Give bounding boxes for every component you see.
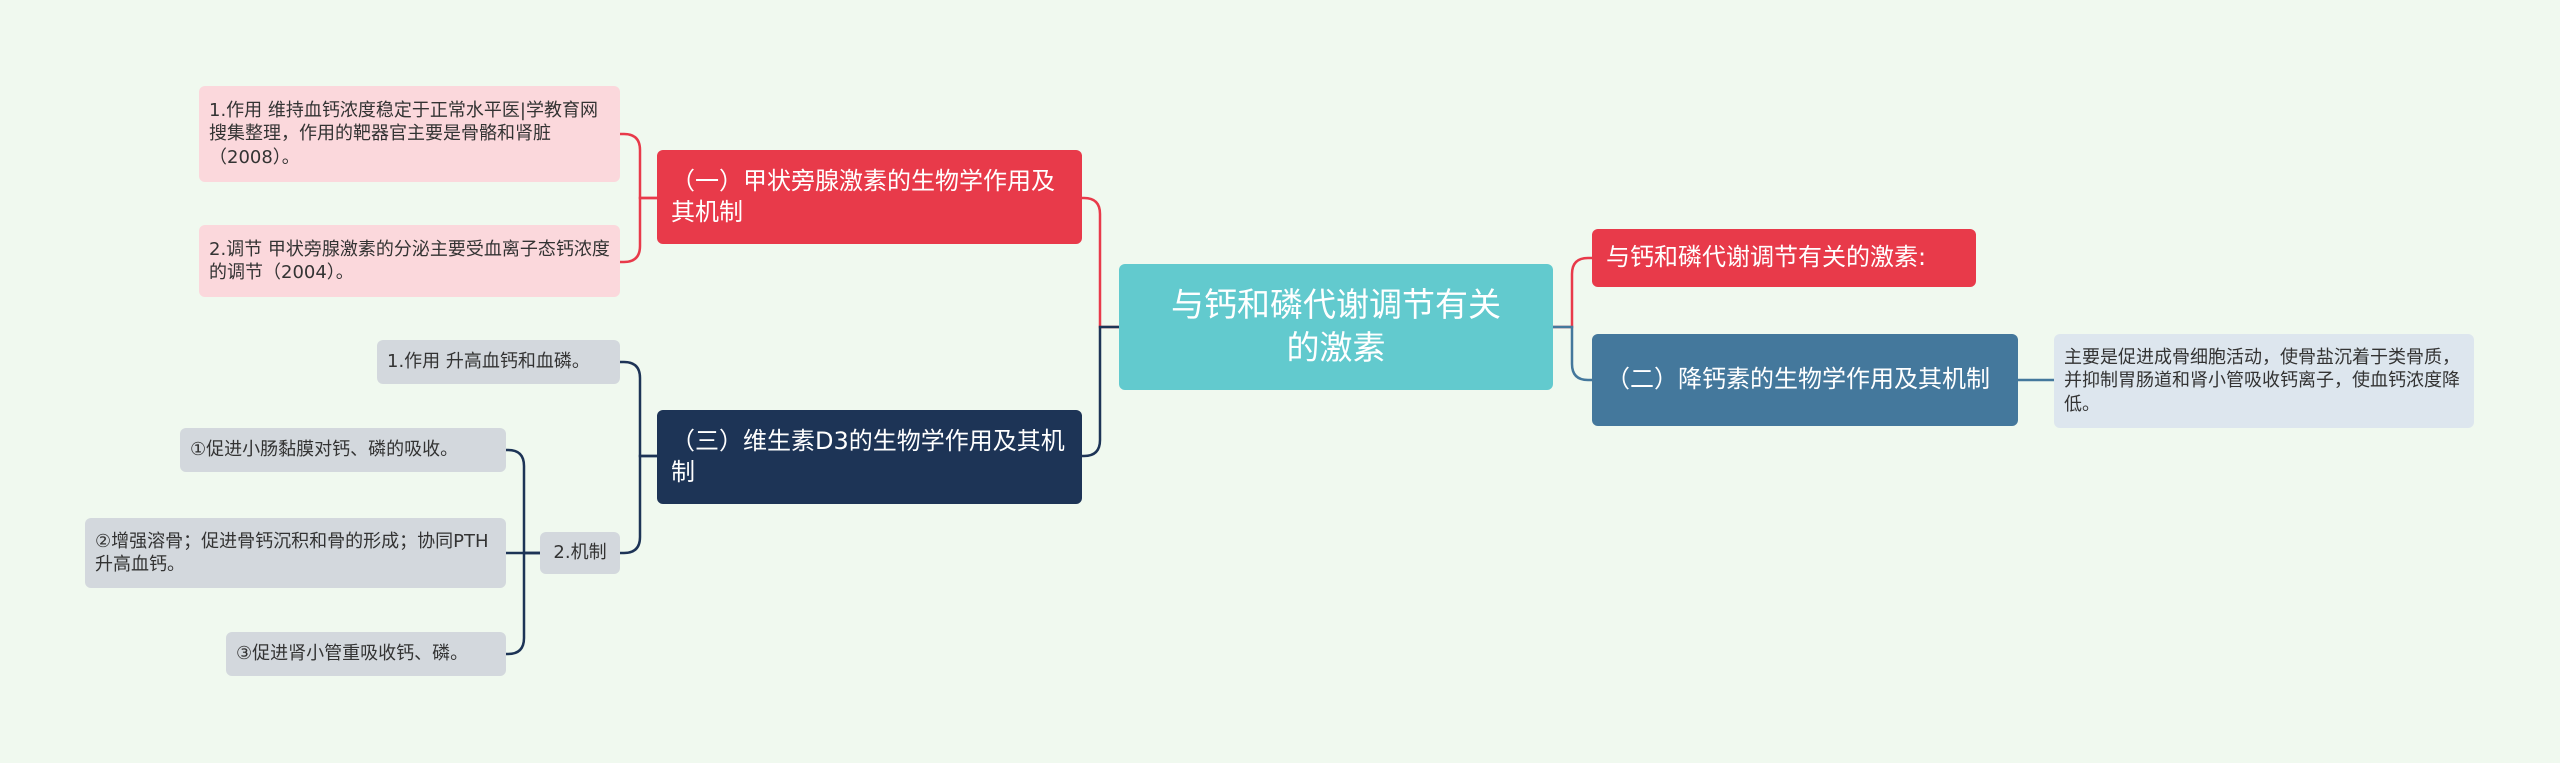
pth-item-1[interactable]: 1.作用 维持血钙浓度稳定于正常水平医|学教育网搜集整理，作用的靶器官主要是骨骼… <box>199 86 620 182</box>
branch-calcitonin-label: （二）降钙素的生物学作用及其机制 <box>1606 365 1990 394</box>
branch-vitd3[interactable]: （三）维生素D3的生物学作用及其机制 <box>657 410 1082 504</box>
root-topic[interactable]: 与钙和磷代谢调节有关的激素 <box>1119 264 1553 390</box>
pth-item-2-text: 2.调节 甲状旁腺激素的分泌主要受血离子态钙浓度的调节（2004）。 <box>209 238 610 283</box>
branch-calcitonin[interactable]: （二）降钙素的生物学作用及其机制 <box>1592 334 2018 426</box>
link-vitd3-effect <box>620 360 657 458</box>
root-topic-label: 与钙和磷代谢调节有关的激素 <box>1171 285 1501 367</box>
link-pth-item2 <box>620 196 657 264</box>
mechanism-item-1-text: ①促进小肠黏膜对钙、磷的吸收。 <box>190 439 459 461</box>
pth-item-1-text: 1.作用 维持血钙浓度稳定于正常水平医|学教育网搜集整理，作用的靶器官主要是骨骼… <box>209 99 598 168</box>
branch-pth-label: （一）甲状旁腺激素的生物学作用及其机制 <box>671 166 1055 226</box>
link-root-pth <box>1082 196 1119 329</box>
link-root-calcitonin <box>1553 325 1592 382</box>
link-mech-item1 <box>506 448 540 555</box>
vitd3-effect[interactable]: 1.作用 升高血钙和血磷。 <box>377 340 620 384</box>
calcitonin-detail[interactable]: 主要是促进成骨细胞活动，使骨盐沉着于类骨质，并抑制胃肠道和肾小管吸收钙离子，使血… <box>2054 334 2474 428</box>
branch-vitd3-label: （三）维生素D3的生物学作用及其机制 <box>671 426 1065 486</box>
link-root-title <box>1553 256 1592 329</box>
branch-hormones-title[interactable]: 与钙和磷代谢调节有关的激素: <box>1592 229 1976 287</box>
link-root-vitd3 <box>1082 325 1119 458</box>
calcitonin-detail-text: 主要是促进成骨细胞活动，使骨盐沉着于类骨质，并抑制胃肠道和肾小管吸收钙离子，使血… <box>2064 346 2460 415</box>
branch-hormones-title-label: 与钙和磷代谢调节有关的激素: <box>1606 243 1927 272</box>
mechanism-item-3-text: ③促进肾小管重吸收钙、磷。 <box>236 643 469 665</box>
branch-pth[interactable]: （一）甲状旁腺激素的生物学作用及其机制 <box>657 150 1082 244</box>
link-mech-item3 <box>506 551 540 656</box>
mechanism-item-2[interactable]: ②增强溶骨；促进骨钙沉积和骨的形成；协同PTH升高血钙。 <box>85 518 506 588</box>
mechanism-item-1[interactable]: ①促进小肠黏膜对钙、磷的吸收。 <box>180 428 506 472</box>
vitd3-mechanism-label: 2.机制 <box>553 542 607 564</box>
mechanism-item-3[interactable]: ③促进肾小管重吸收钙、磷。 <box>226 632 506 676</box>
link-vitd3-mechanism <box>620 454 657 555</box>
pth-item-2[interactable]: 2.调节 甲状旁腺激素的分泌主要受血离子态钙浓度的调节（2004）。 <box>199 225 620 297</box>
vitd3-effect-text: 1.作用 升高血钙和血磷。 <box>387 351 590 373</box>
link-pth-item1 <box>620 132 657 200</box>
mechanism-item-2-text: ②增强溶骨；促进骨钙沉积和骨的形成；协同PTH升高血钙。 <box>95 530 489 575</box>
vitd3-mechanism[interactable]: 2.机制 <box>540 532 620 574</box>
